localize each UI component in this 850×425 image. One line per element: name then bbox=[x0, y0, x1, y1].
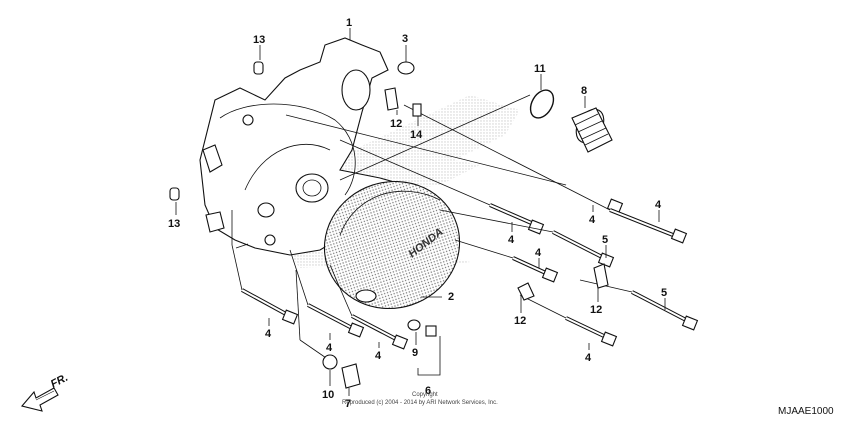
small-parts bbox=[169, 61, 609, 389]
callout-7: 7 bbox=[345, 398, 351, 410]
callout-leaders bbox=[175, 28, 666, 396]
copyright-line-1: Copyright bbox=[412, 392, 438, 398]
bolt-4-bottom-a bbox=[307, 303, 365, 338]
callout-2: 2 bbox=[448, 291, 454, 303]
callout-4-c: 4 bbox=[508, 234, 515, 246]
o-ring-11 bbox=[529, 89, 555, 119]
callout-11: 11 bbox=[534, 63, 546, 75]
callout-12-a: 12 bbox=[390, 118, 402, 130]
diagram-code: MJAAE1000 bbox=[778, 406, 834, 417]
o-ring-10 bbox=[322, 354, 338, 370]
bolt-4-lower-mid bbox=[565, 316, 618, 347]
callout-4-a: 4 bbox=[589, 214, 596, 226]
callout-5-b: 5 bbox=[661, 287, 667, 299]
callout-8: 8 bbox=[581, 85, 587, 97]
callout-6: 6 bbox=[425, 385, 431, 397]
bolt-6 bbox=[425, 325, 437, 337]
callout-numbers: 1 2 3 4 4 4 4 4 4 4 4 5 5 6 7 8 9 10 11 … bbox=[168, 17, 667, 410]
copyright-line-2: Reproduced (c) 2004 - 2014 by ARI Networ… bbox=[342, 400, 498, 406]
callout-9: 9 bbox=[412, 347, 418, 359]
clip-12-right bbox=[593, 263, 609, 289]
callout-4-h: 4 bbox=[375, 350, 382, 362]
bolt-5-right bbox=[552, 230, 615, 268]
callout-14: 14 bbox=[410, 129, 423, 141]
bolt-5-lower-right bbox=[631, 290, 699, 331]
callout-4-e: 4 bbox=[585, 352, 592, 364]
dowel-pin-13-left bbox=[169, 187, 180, 201]
bolt-14 bbox=[412, 103, 422, 117]
clip-12-center bbox=[517, 282, 535, 301]
outer-cover: HONDA bbox=[323, 180, 461, 310]
dowel-pin-13-top bbox=[253, 61, 264, 75]
callout-4-f: 4 bbox=[265, 328, 272, 340]
callout-13-b: 13 bbox=[168, 218, 180, 230]
callout-4-b: 4 bbox=[655, 199, 662, 211]
callout-12-b: 12 bbox=[514, 315, 526, 327]
washer-3 bbox=[397, 61, 415, 75]
bolt-set bbox=[241, 184, 699, 350]
front-direction-indicator: FR. bbox=[21, 372, 70, 412]
callout-4-g: 4 bbox=[326, 342, 333, 354]
bolt-4-bottom-b bbox=[351, 314, 409, 350]
filler-cap bbox=[571, 107, 613, 153]
direction-label: FR. bbox=[49, 372, 70, 391]
callout-13-a: 13 bbox=[253, 34, 265, 46]
callout-3: 3 bbox=[402, 33, 408, 45]
alignment-lines bbox=[231, 94, 633, 363]
callout-5-a: 5 bbox=[602, 234, 608, 246]
clip-12-top bbox=[384, 87, 399, 111]
callout-1: 1 bbox=[346, 17, 352, 29]
bolt-4-far-right bbox=[609, 208, 688, 244]
washer-9 bbox=[407, 319, 421, 331]
bolt-4-upper-right bbox=[565, 184, 624, 214]
bolt-4-middle bbox=[489, 203, 545, 235]
callout-4-d: 4 bbox=[535, 247, 542, 259]
plug-7 bbox=[341, 363, 361, 389]
bolt-4-center bbox=[512, 256, 559, 283]
bolt-4-lower-left bbox=[241, 288, 299, 325]
callout-10: 10 bbox=[322, 389, 334, 401]
callout-12-c: 12 bbox=[590, 304, 602, 316]
